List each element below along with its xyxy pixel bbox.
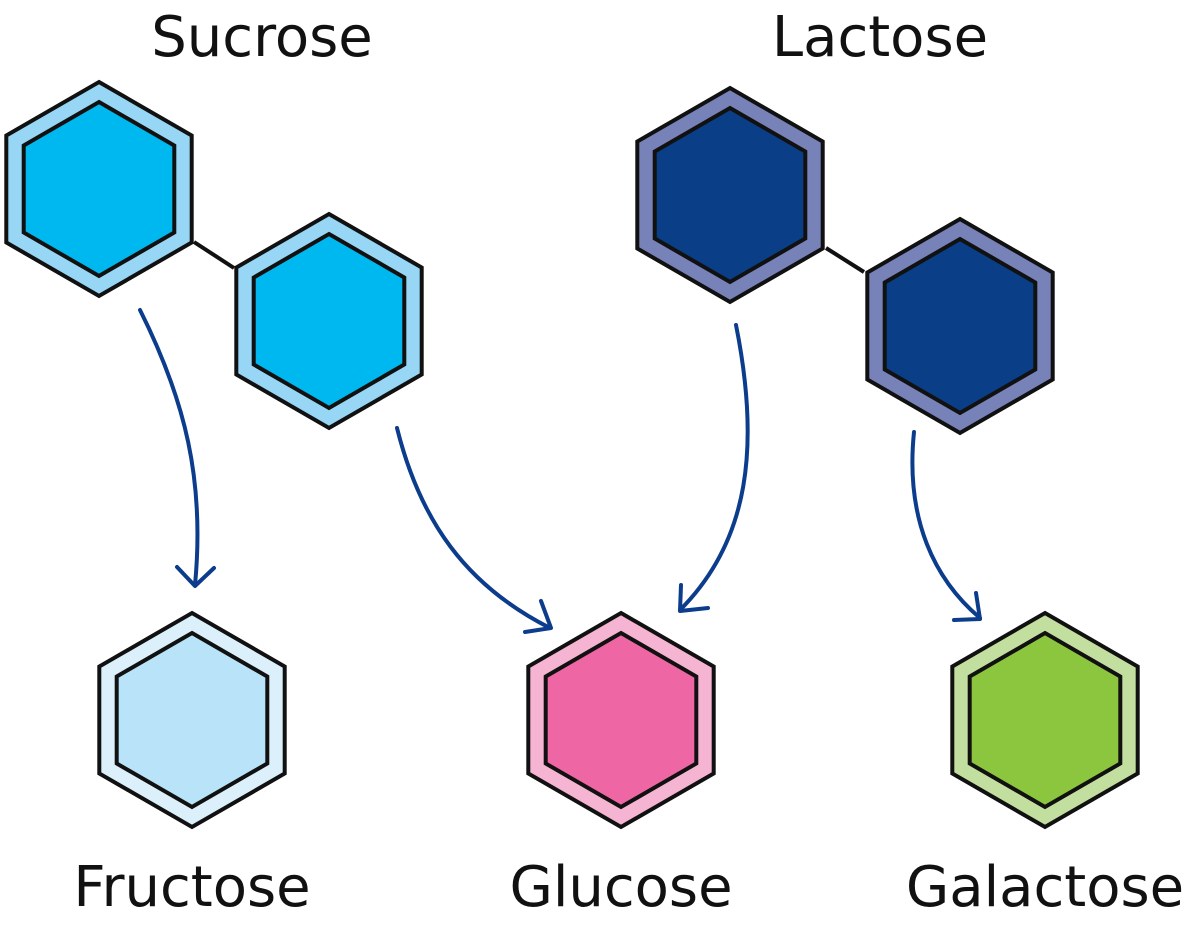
label-fructose: Fructose: [73, 855, 310, 920]
glucose-ring: [526, 610, 716, 830]
label-sucrose: Sucrose: [151, 5, 373, 70]
sucrose-bond: [192, 240, 236, 270]
arrow-sucrose-to-fructose: [138, 308, 216, 588]
galactose-hexagon-inner: [967, 630, 1123, 810]
arrow-lactose-to-glucose: [678, 323, 750, 613]
lactose-ring-2: [865, 216, 1055, 436]
sucrose-hexagon-inner: [251, 231, 407, 411]
lactose-ring-1: [635, 85, 825, 305]
label-galactose: Galactose: [906, 855, 1184, 920]
fructose-hexagon-inner: [114, 630, 270, 810]
sucrose-hexagon-inner: [21, 99, 177, 279]
label-glucose: Glucose: [509, 855, 732, 920]
glucose-hexagon-inner: [543, 630, 699, 810]
lactose-bond: [824, 246, 866, 274]
label-lactose: Lactose: [772, 5, 988, 70]
arrow-sucrose-to-glucose: [395, 426, 553, 634]
lactose-hexagon-inner: [882, 236, 1038, 416]
galactose-ring: [950, 610, 1140, 830]
fructose-ring: [97, 610, 287, 830]
lactose-hexagon-inner: [652, 105, 808, 285]
arrow-lactose-to-galactose: [910, 430, 982, 622]
sucrose-ring-1: [4, 79, 194, 299]
sucrose-ring-2: [234, 211, 424, 431]
